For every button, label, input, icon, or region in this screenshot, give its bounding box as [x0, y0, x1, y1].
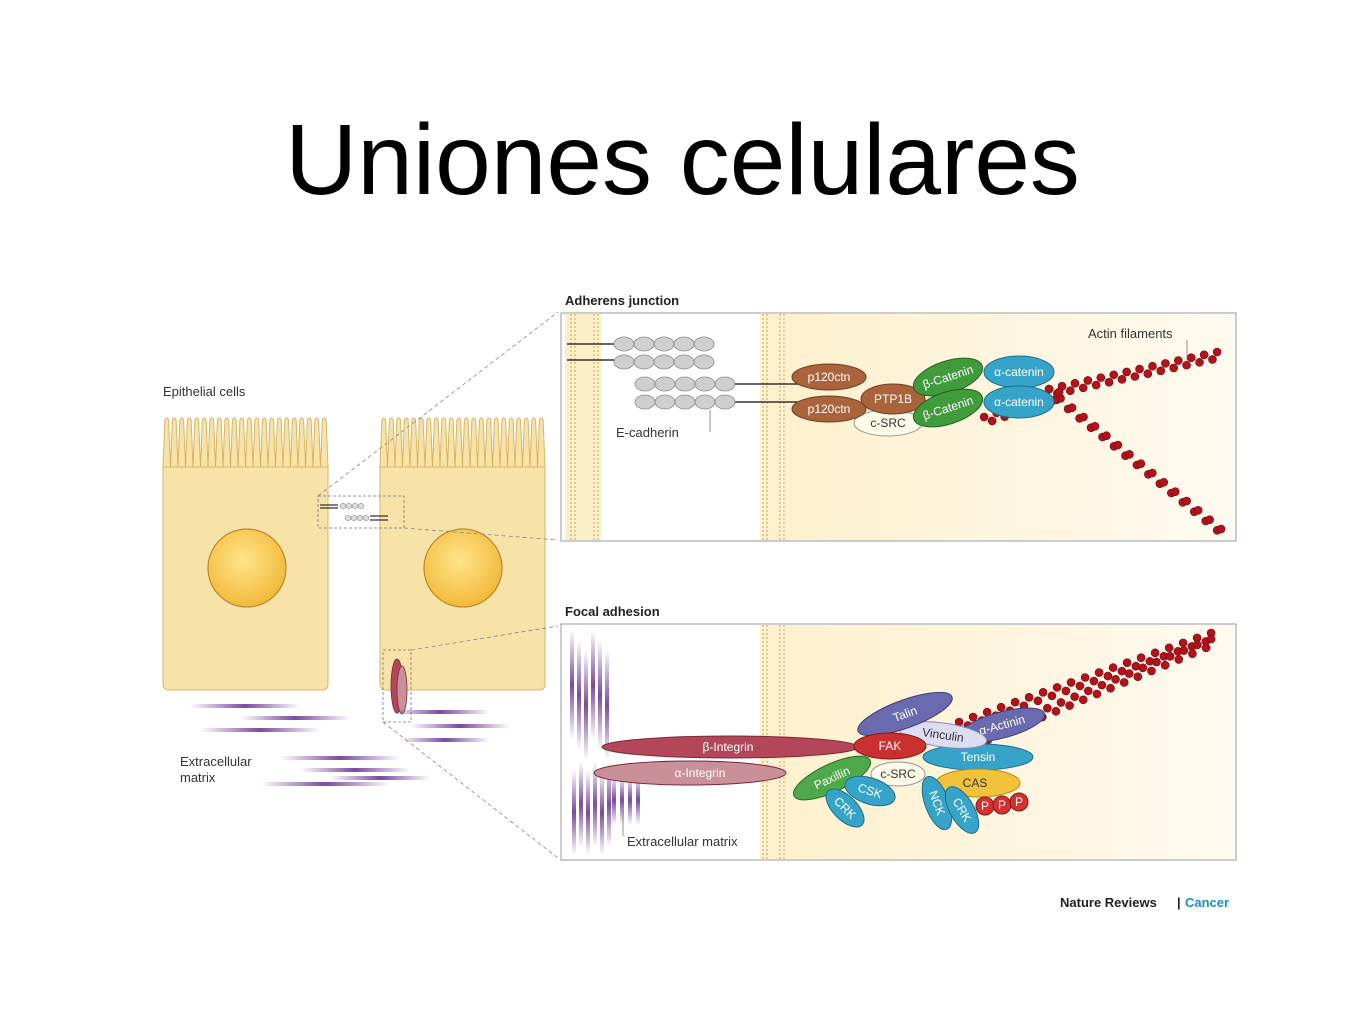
slide-title: Uniones celulares — [285, 104, 1080, 216]
adherens-header: Adherens junction — [565, 293, 679, 308]
nucleus-left — [207, 528, 287, 608]
svg-text:Tensin: Tensin — [961, 750, 996, 764]
svg-text:FAK: FAK — [879, 739, 902, 753]
svg-text:P: P — [998, 798, 1006, 812]
svg-text:α-catenin: α-catenin — [994, 365, 1044, 379]
zoom-connectors — [317, 311, 559, 859]
csk: CSK — [844, 775, 896, 807]
tensin: Tensin — [922, 743, 1034, 771]
ecm-fibres-focal — [570, 630, 640, 855]
svg-text:p120ctn: p120ctn — [808, 370, 851, 384]
talin: Talin — [857, 691, 953, 737]
p120ctn-bottom: p120ctn — [791, 395, 867, 423]
svg-text:CAS: CAS — [963, 776, 988, 790]
membrane-right — [762, 314, 785, 540]
svg-text:Vinculin: Vinculin — [921, 725, 964, 745]
phospho-p2: P — [992, 795, 1012, 815]
svg-text:c-SRC: c-SRC — [870, 416, 906, 430]
beta-catenin-bottom: β-Catenin — [912, 388, 984, 428]
e-cadherin-beads — [613, 336, 736, 410]
ptp1b: PTP1B — [860, 383, 926, 415]
alpha-integrin: α-Integrin — [593, 760, 787, 786]
focal-ecm-label: Extracellular matrix — [627, 834, 738, 849]
svg-text:P: P — [1015, 795, 1023, 809]
svg-text:β-Integrin: β-Integrin — [703, 740, 754, 754]
nucleus-right — [423, 528, 503, 608]
svg-text:α-catenin: α-catenin — [994, 395, 1044, 409]
epithelial-cell-left — [162, 417, 329, 691]
figure-credit: Nature Reviews | Cancer — [1060, 895, 1229, 910]
alpha-catenin-top: α-catenin — [983, 355, 1055, 389]
e-cadherin-label: E-cadherin — [616, 425, 679, 440]
focal-header: Focal adhesion — [565, 604, 660, 619]
svg-text:PTP1B: PTP1B — [874, 392, 912, 406]
alpha-catenin-bottom: α-catenin — [983, 385, 1055, 419]
svg-text:P: P — [981, 799, 989, 813]
beta-catenin-top: β-Catenin — [912, 357, 984, 397]
epithelial-cell-right — [379, 417, 546, 691]
nck: NCK — [921, 775, 953, 831]
credit-separator: | — [1177, 895, 1181, 910]
p120ctn-top: p120ctn — [791, 363, 867, 391]
adherens-junction-panel: Adherens junction E-cadherin Actin filam… — [560, 293, 1237, 542]
ecm-label-line1: Extracellular — [180, 754, 252, 769]
ecm-label-line2: matrix — [180, 770, 216, 785]
membrane-left — [570, 314, 599, 540]
epithelial-cells-group: Epithelial cells Extracellular — [162, 384, 546, 786]
svg-text:c-SRC: c-SRC — [880, 767, 916, 781]
svg-text:p120ctn: p120ctn — [808, 402, 851, 416]
epithelial-cells-label: Epithelial cells — [163, 384, 246, 399]
phospho-p1: P — [975, 796, 995, 816]
beta-integrin: β-Integrin — [601, 735, 859, 759]
actin-filaments-label: Actin filaments — [1088, 326, 1173, 341]
junction-zoom-box — [317, 495, 405, 529]
focal-adhesion-panel: Focal adhesion Extracellular matrix β-In… — [560, 604, 1237, 861]
credit-journal: Nature Reviews — [1060, 895, 1157, 910]
fak: FAK — [853, 732, 927, 760]
crk-right: CRK — [944, 786, 980, 834]
mini-cadherin — [320, 503, 388, 521]
ecm-fibres-left — [190, 704, 510, 786]
c-src-focal: c-SRC — [870, 761, 926, 787]
phospho-p3: P — [1009, 792, 1029, 812]
credit-section: Cancer — [1185, 895, 1229, 910]
svg-text:α-Integrin: α-Integrin — [675, 766, 726, 780]
